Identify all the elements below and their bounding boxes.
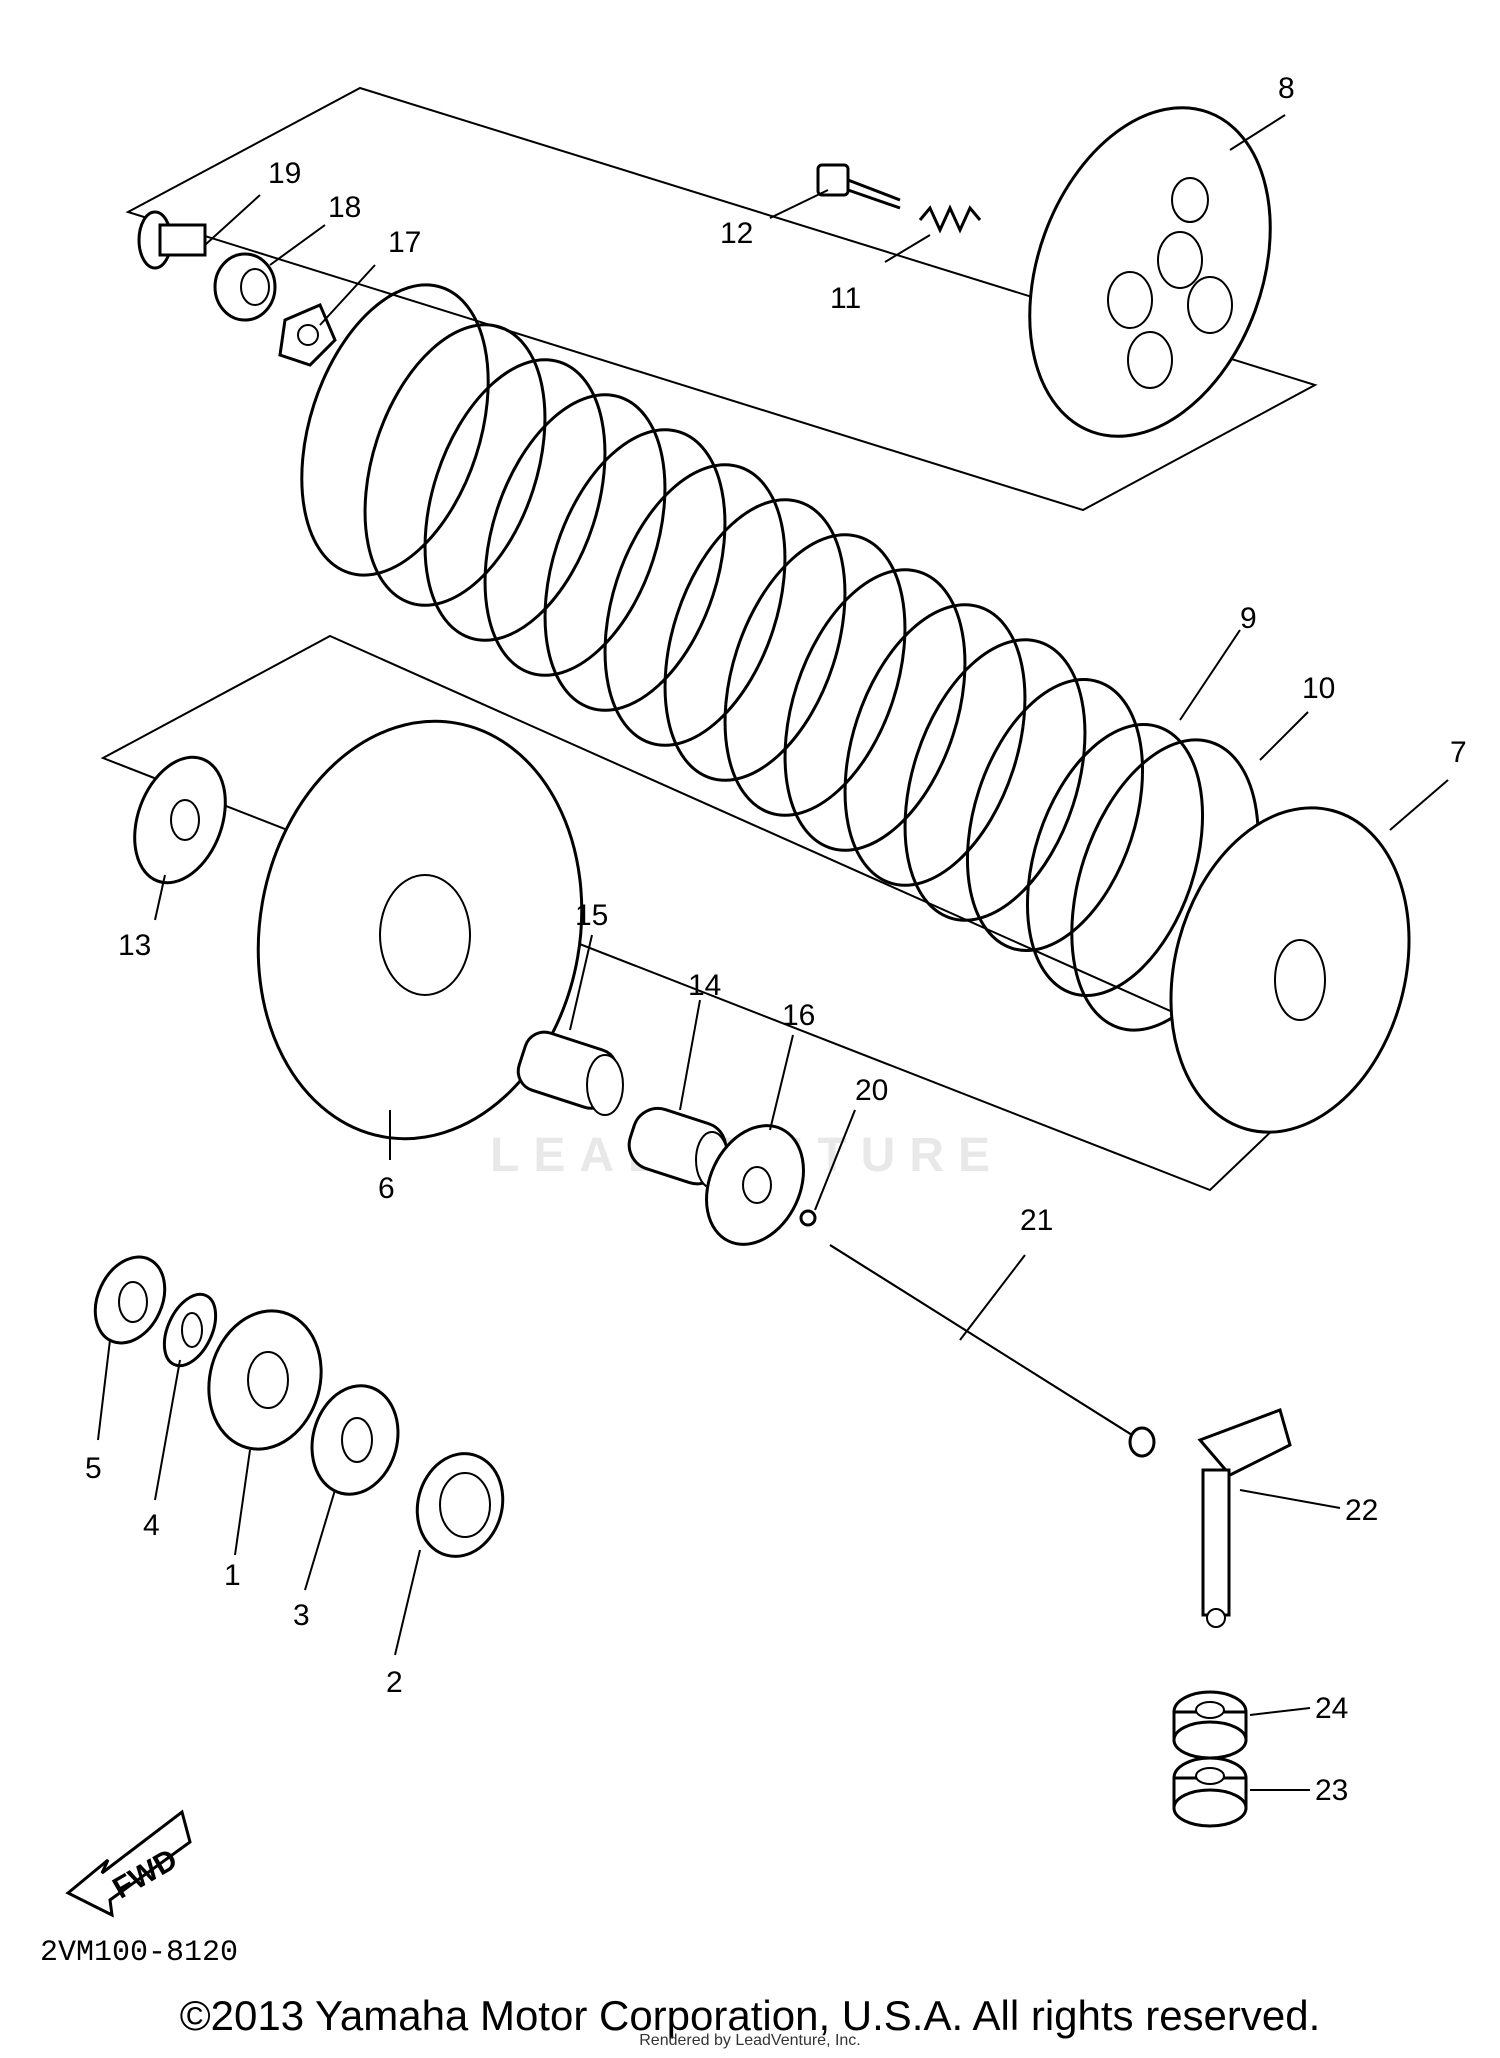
ball bbox=[799, 1209, 817, 1227]
bolt bbox=[816, 163, 901, 210]
ball-bearing bbox=[213, 252, 277, 322]
callout-12: 12 bbox=[720, 217, 753, 250]
rendered-by-notice: Rendered by LeadVenture, Inc. bbox=[639, 2032, 861, 2049]
primary-drive-gear bbox=[207, 1309, 323, 1451]
pressure-plate bbox=[1028, 106, 1272, 438]
callout-17: 17 bbox=[388, 226, 421, 259]
callout-16: 16 bbox=[782, 999, 815, 1032]
leader-lines bbox=[97, 114, 1449, 1791]
needle-bearing-lower bbox=[1172, 1756, 1248, 1828]
cushion-ring bbox=[1025, 723, 1205, 997]
clutch-boss bbox=[1169, 806, 1411, 1134]
oil-seal bbox=[1172, 1690, 1248, 1760]
callout-19: 19 bbox=[268, 157, 301, 190]
callout-11: 11 bbox=[830, 282, 861, 315]
callout-21: 21 bbox=[1020, 1204, 1053, 1237]
push-lever-shaft bbox=[1197, 1408, 1292, 1628]
lock-washer-lower bbox=[162, 1292, 218, 1368]
callout-9: 9 bbox=[1240, 602, 1257, 635]
push-rod-end bbox=[137, 210, 207, 270]
callout-6: 6 bbox=[378, 1172, 395, 1205]
callout-23: 23 bbox=[1315, 1774, 1348, 1807]
callout-14: 14 bbox=[688, 969, 721, 1002]
callout-18: 18 bbox=[328, 191, 361, 224]
collar bbox=[415, 1452, 505, 1558]
callout-8: 8 bbox=[1278, 72, 1295, 105]
copyright-notice: ©2013 Yamaha Motor Corporation, U.S.A. A… bbox=[179, 1992, 1321, 2039]
washer bbox=[705, 1124, 805, 1246]
clutch-spring bbox=[918, 204, 982, 234]
upper-assembly-frame bbox=[125, 86, 1318, 512]
callout-4: 4 bbox=[143, 1509, 160, 1542]
callout-13: 13 bbox=[118, 929, 151, 962]
drive-gear-small bbox=[310, 1384, 400, 1496]
fwd-arrow-icon: FWD bbox=[65, 1809, 192, 1918]
callout-7: 7 bbox=[1450, 736, 1467, 769]
callout-3: 3 bbox=[293, 1599, 310, 1632]
callout-2: 2 bbox=[386, 1666, 403, 1699]
diagram-code: 2VM100-8120 bbox=[40, 1936, 238, 1970]
callout-1: 1 bbox=[224, 1559, 241, 1592]
nut bbox=[93, 1255, 167, 1345]
primary-driven-gear bbox=[256, 719, 584, 1141]
push-rod bbox=[829, 1244, 1156, 1458]
lock-washer bbox=[278, 303, 337, 367]
callout-5: 5 bbox=[85, 1452, 102, 1485]
callout-24: 24 bbox=[1315, 1692, 1348, 1725]
callout-20: 20 bbox=[855, 1074, 888, 1107]
callout-10: 10 bbox=[1302, 672, 1335, 705]
callout-22: 22 bbox=[1345, 1494, 1378, 1527]
thrust-washer bbox=[133, 755, 227, 885]
callout-15: 15 bbox=[575, 899, 608, 932]
clutch-plate-stack bbox=[300, 283, 1145, 952]
needle-bearing bbox=[516, 1030, 624, 1116]
